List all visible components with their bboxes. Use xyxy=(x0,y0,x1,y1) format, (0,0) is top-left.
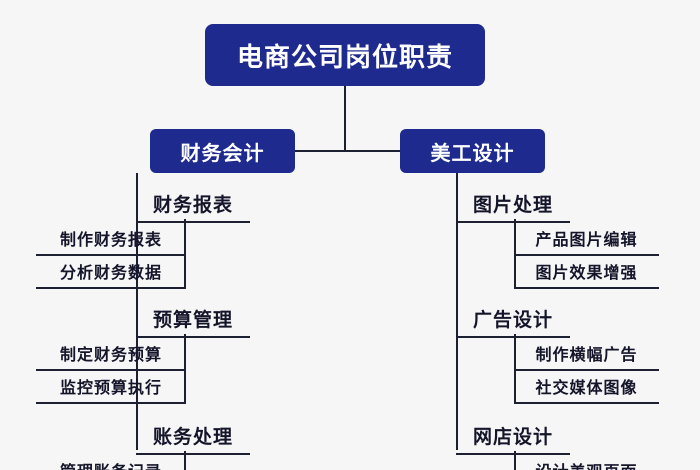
leaf-right-social-media-images[interactable]: 社交媒体图像 xyxy=(514,374,659,404)
connector-left-section2 xyxy=(184,334,186,402)
leaf-right-store-pages[interactable]: 设计美观页面 xyxy=(514,458,659,470)
topic-left-budget-management[interactable]: 预算管理 xyxy=(136,305,250,338)
topic-right-store-design[interactable]: 网店设计 xyxy=(456,422,570,455)
connector-right-section2 xyxy=(514,334,516,402)
connector-right-section3 xyxy=(514,451,516,470)
connector-left-section1 xyxy=(184,219,186,287)
connector-root-vertical xyxy=(344,86,346,151)
leaf-left-monitor-budget[interactable]: 监控预算执行 xyxy=(36,374,186,404)
topic-left-financial-reports[interactable]: 财务报表 xyxy=(136,190,250,223)
connector-branches-horizontal xyxy=(295,150,400,152)
leaf-right-product-image-edit[interactable]: 产品图片编辑 xyxy=(514,226,659,256)
topic-right-ad-design[interactable]: 广告设计 xyxy=(456,305,570,338)
connector-left-trunk xyxy=(136,173,138,450)
leaf-left-make-budget[interactable]: 制定财务预算 xyxy=(36,341,186,371)
topic-right-image-processing[interactable]: 图片处理 xyxy=(456,190,570,223)
leaf-right-image-enhance[interactable]: 图片效果增强 xyxy=(514,259,659,289)
topic-left-account-processing[interactable]: 账务处理 xyxy=(136,422,250,455)
root-node[interactable]: 电商公司岗位职责 xyxy=(205,24,485,86)
branch-node-design[interactable]: 美工设计 xyxy=(400,129,545,173)
branch-node-finance[interactable]: 财务会计 xyxy=(150,129,295,173)
leaf-right-banner-ads[interactable]: 制作横幅广告 xyxy=(514,341,659,371)
leaf-left-analyze-data[interactable]: 分析财务数据 xyxy=(36,259,186,289)
connector-right-trunk xyxy=(456,173,458,450)
leaf-left-make-reports[interactable]: 制作财务报表 xyxy=(36,226,186,256)
connector-right-section1 xyxy=(514,219,516,287)
leaf-left-account-records[interactable]: 管理账务记录 xyxy=(36,458,186,470)
connector-left-section3 xyxy=(184,451,186,470)
